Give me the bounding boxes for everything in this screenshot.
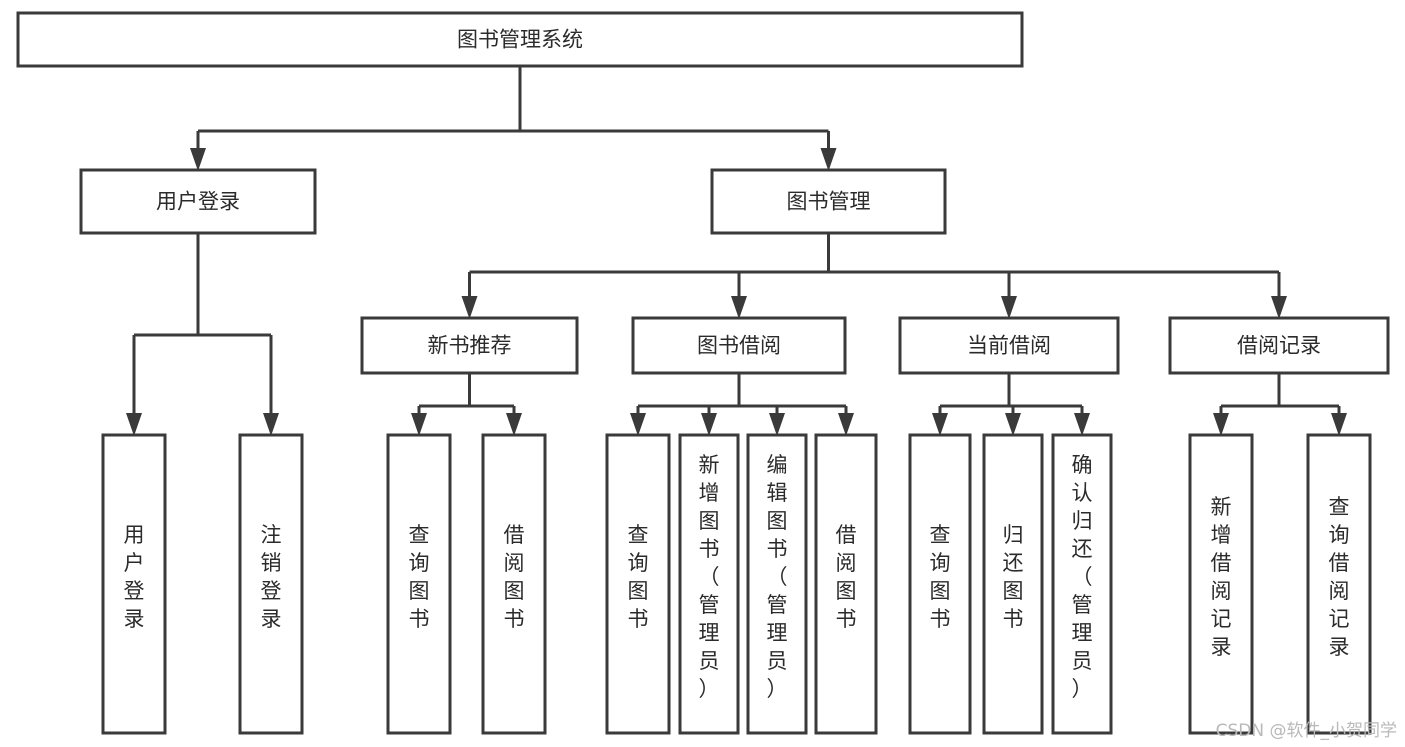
- node-label: 借阅记录: [1237, 334, 1321, 358]
- node-label: 当前借阅: [967, 334, 1051, 358]
- edge-group-user-login-children: [126, 233, 279, 436]
- node-leaf_12[interactable]: 查询借阅记录: [1306, 433, 1372, 735]
- edge-arrowhead: [263, 413, 279, 436]
- csdn-watermark: CSDN @软件_小贺同学: [1215, 721, 1397, 741]
- edge-arrowhead: [506, 413, 522, 436]
- edge-arrowhead: [1331, 413, 1347, 436]
- node-box[interactable]: [631, 316, 847, 375]
- node-label: 查询图书: [628, 523, 649, 631]
- edge-arrowhead: [461, 296, 478, 319]
- node-box[interactable]: [360, 316, 579, 375]
- node-box[interactable]: [481, 433, 547, 735]
- node-label: 归还图书: [1003, 523, 1024, 631]
- edge-group-borrow-record-children: [1213, 373, 1347, 436]
- node-label: 查询图书: [930, 523, 951, 631]
- node-label: 图书借阅: [697, 334, 781, 358]
- node-box[interactable]: [238, 433, 304, 735]
- node-leaf_4[interactable]: 查询图书: [605, 433, 671, 735]
- nodes-layer: 图书管理系统用户登录图书管理新书推荐图书借阅当前借阅借阅记录用户登录注销登录查询…: [16, 11, 1390, 735]
- node-leaf_7[interactable]: 借阅图书: [814, 433, 878, 735]
- edge-group-current-borrow-children: [932, 373, 1090, 436]
- node-label: 查询借阅记录: [1329, 495, 1350, 659]
- node-label: 确认归还（管理员）: [1072, 453, 1093, 701]
- edge-arrowhead: [769, 413, 785, 436]
- node-box[interactable]: [1306, 433, 1372, 735]
- node-label: 图书管理系统: [457, 28, 583, 52]
- node-leaf_6[interactable]: 编辑图书（管理员）: [746, 433, 808, 735]
- node-leaf_2[interactable]: 查询图书: [386, 433, 452, 735]
- node-box[interactable]: [908, 433, 972, 735]
- node-box[interactable]: [898, 316, 1120, 375]
- node-box[interactable]: [982, 433, 1044, 735]
- edge-arrowhead: [1001, 296, 1017, 319]
- node-l1_1[interactable]: 图书管理: [710, 168, 947, 235]
- node-leaf_0[interactable]: 用户登录: [101, 433, 167, 735]
- edge-arrowhead: [731, 296, 747, 319]
- edge-arrowhead: [932, 413, 948, 436]
- node-label: 新增图书（管理员）: [699, 453, 720, 701]
- node-box[interactable]: [1168, 316, 1390, 375]
- node-label: 借阅图书: [504, 523, 525, 631]
- node-l2_0[interactable]: 新书推荐: [360, 316, 579, 375]
- edge-arrowhead: [820, 148, 837, 171]
- node-box[interactable]: [746, 433, 808, 735]
- edge-arrowhead: [190, 148, 206, 171]
- node-leaf_3[interactable]: 借阅图书: [481, 433, 547, 735]
- edge-arrowhead: [1271, 296, 1287, 319]
- edge-arrowhead: [630, 413, 646, 436]
- node-box[interactable]: [814, 433, 878, 735]
- node-label: 借阅图书: [836, 523, 857, 631]
- node-l1_0[interactable]: 用户登录: [79, 168, 317, 235]
- node-box[interactable]: [101, 433, 167, 735]
- node-leaf_1[interactable]: 注销登录: [238, 433, 304, 735]
- node-l2_2[interactable]: 当前借阅: [898, 316, 1120, 375]
- edge-arrowhead: [126, 413, 142, 436]
- node-label: 查询图书: [409, 523, 430, 631]
- node-box[interactable]: [16, 11, 1024, 68]
- node-box[interactable]: [605, 433, 671, 735]
- node-box[interactable]: [79, 168, 317, 235]
- node-leaf_9[interactable]: 归还图书: [982, 433, 1044, 735]
- edge-arrowhead: [701, 413, 717, 436]
- edge-arrowhead: [838, 413, 854, 436]
- node-box[interactable]: [1051, 433, 1113, 735]
- node-box[interactable]: [710, 168, 947, 235]
- edge-group-book-borrow-children: [630, 373, 854, 436]
- node-label: 图书管理: [787, 190, 871, 214]
- edges-layer: [126, 66, 1347, 436]
- node-leaf_5[interactable]: 新增图书（管理员）: [678, 433, 740, 735]
- node-label: 新增借阅记录: [1211, 495, 1232, 659]
- node-box[interactable]: [386, 433, 452, 735]
- node-l2_3[interactable]: 借阅记录: [1168, 316, 1390, 375]
- edge-arrowhead: [1213, 413, 1229, 436]
- node-leaf_8[interactable]: 查询图书: [908, 433, 972, 735]
- edge-arrowhead: [411, 413, 427, 436]
- edge-arrowhead: [1005, 413, 1021, 436]
- node-label: 用户登录: [156, 190, 240, 214]
- node-root[interactable]: 图书管理系统: [16, 11, 1024, 68]
- node-label: 新书推荐: [428, 334, 512, 358]
- edge-group-root-children: [190, 66, 837, 171]
- edge-group-new-book-children: [411, 373, 522, 436]
- node-l2_1[interactable]: 图书借阅: [631, 316, 847, 375]
- edge-group-book-manage-children: [461, 233, 1287, 319]
- node-leaf_10[interactable]: 确认归还（管理员）: [1051, 433, 1113, 735]
- node-label: 用户登录: [124, 523, 145, 631]
- node-label: 注销登录: [261, 523, 282, 631]
- edge-arrowhead: [1074, 413, 1090, 436]
- node-box[interactable]: [1188, 433, 1254, 735]
- node-leaf_11[interactable]: 新增借阅记录: [1188, 433, 1254, 735]
- node-box[interactable]: [678, 433, 740, 735]
- node-label: 编辑图书（管理员）: [767, 453, 788, 701]
